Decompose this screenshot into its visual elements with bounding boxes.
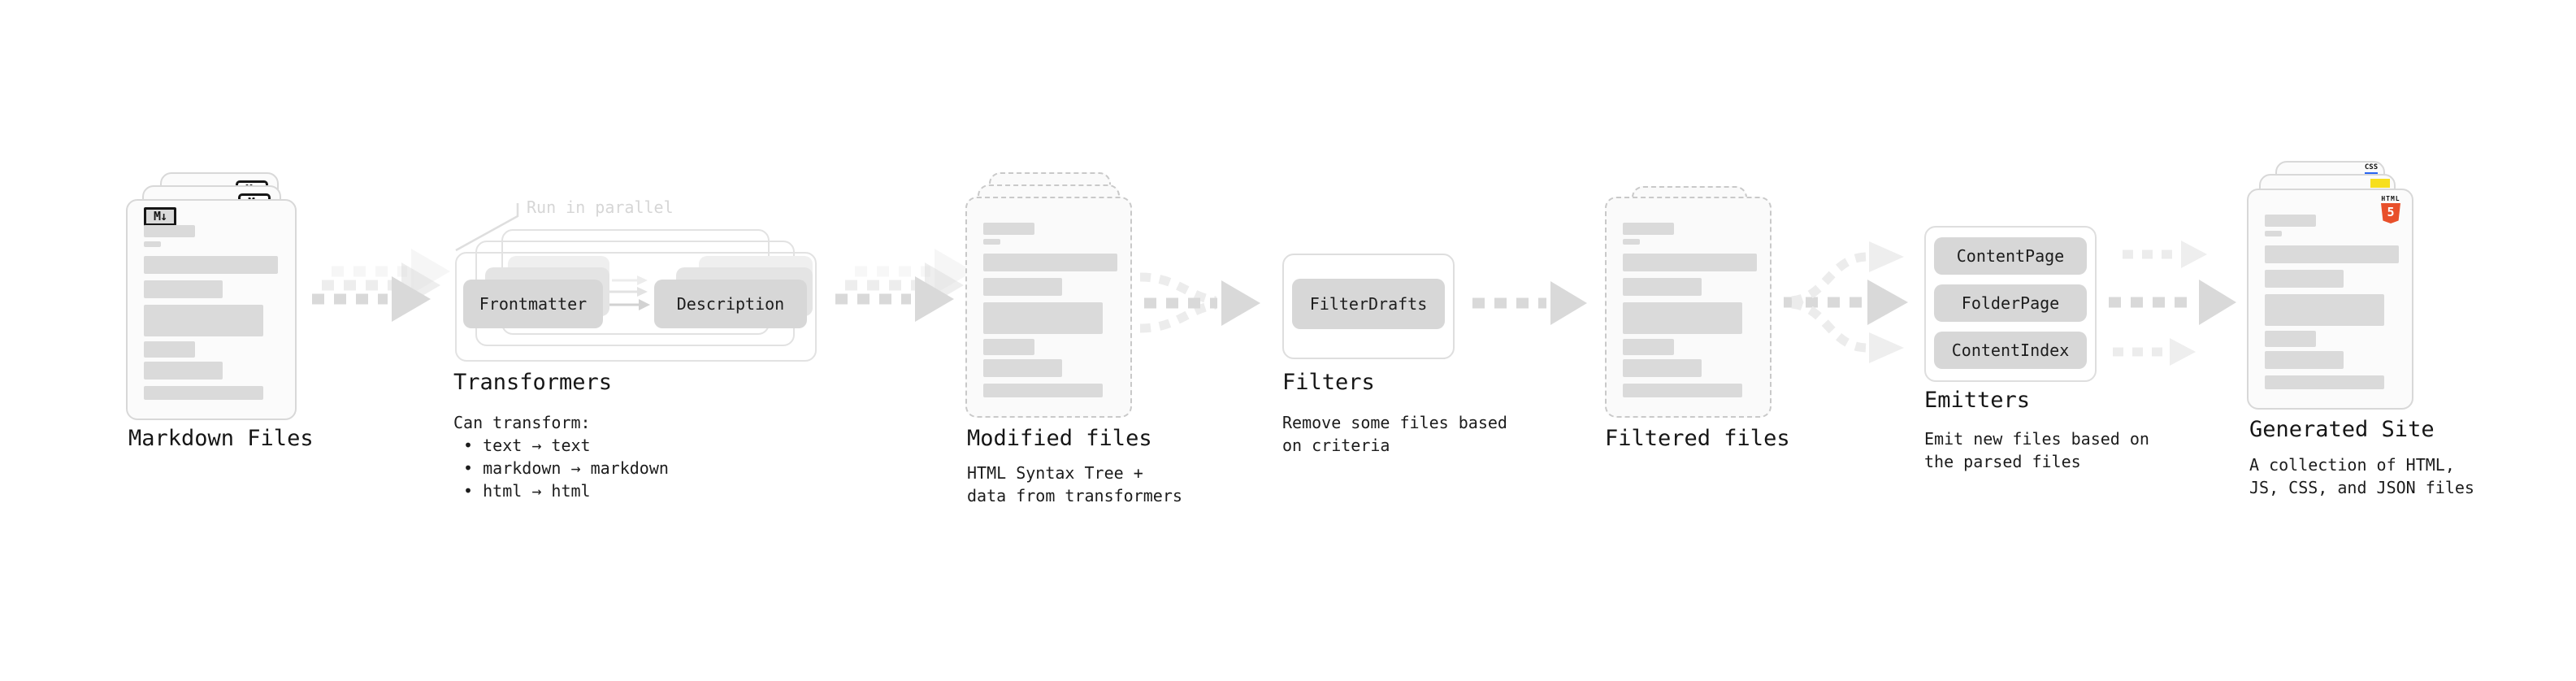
modified-files-desc-line: HTML Syntax Tree + (967, 463, 1143, 483)
html5-icon-shield: 5 (2381, 203, 2400, 223)
frontmatter-chip: Frontmatter (463, 280, 603, 328)
js-file-icon (2370, 179, 2390, 188)
text-line-bar (983, 223, 1034, 235)
text-line-bar (983, 278, 1062, 296)
text-line-bar (1623, 278, 1702, 296)
emitters-desc-line: Emit new files based on (1924, 429, 2149, 449)
html5-icon: HTML 5 (2381, 195, 2400, 223)
transformers-desc-line: • markdown → markdown (453, 458, 669, 478)
markdown-icon: M↓ (144, 207, 176, 226)
generated-site-desc-line: JS, CSS, and JSON files (2249, 478, 2474, 497)
stage-label-generated-site: Generated Site (2249, 417, 2435, 442)
text-line-bar (144, 341, 195, 358)
arrow-markdown-to-transformers-icon (312, 249, 450, 322)
text-line-bar (1623, 384, 1742, 397)
text-line-bar (1623, 339, 1674, 355)
text-line-bar (144, 386, 263, 400)
stage-label-emitters: Emitters (1924, 388, 2031, 413)
text-line-bar (2265, 215, 2316, 227)
arrow-modified-to-filters-icon (1139, 272, 1260, 333)
description-chip: Description (654, 280, 807, 328)
file-card-front: HTML 5 (2247, 189, 2413, 410)
contentindex-chip: ContentIndex (1934, 332, 2087, 369)
text-line-bar (2265, 351, 2344, 369)
arrow-filtered-to-emitters-icon (1784, 241, 1908, 363)
text-line-bar (1623, 302, 1742, 334)
text-line-bar (2265, 331, 2316, 347)
text-line-bar (2265, 231, 2282, 236)
filterdrafts-chip: FilterDrafts (1292, 279, 1445, 329)
file-card-front (1605, 197, 1772, 418)
transformers-desc-line: • text → text (453, 436, 591, 455)
contentpage-chip: ContentPage (1934, 237, 2087, 275)
css-icon-label: CSS (2364, 163, 2379, 171)
text-line-bar (144, 241, 161, 247)
transformers-desc-line: • html → html (453, 481, 591, 501)
text-line-bar (144, 362, 223, 380)
text-line-bar (983, 339, 1034, 355)
html5-icon-label: HTML (2381, 195, 2400, 202)
stage-label-filters: Filters (1282, 370, 1375, 395)
text-line-bar (144, 305, 263, 336)
stage-label-filtered-files: Filtered files (1605, 426, 1790, 451)
emitters-desc-line: the parsed files (1924, 452, 2081, 471)
transformers-desc-line: Can transform: (453, 413, 591, 432)
stage-label-transformers: Transformers (453, 370, 613, 395)
text-line-bar (2265, 375, 2384, 389)
filters-desc-line: Remove some files based (1282, 413, 1507, 432)
text-line-bar (144, 256, 278, 274)
text-line-bar (1623, 359, 1702, 377)
text-line-bar (1623, 239, 1640, 245)
text-line-bar (1623, 254, 1757, 271)
arrow-transformers-to-modified-icon (835, 249, 974, 322)
modified-files-desc-line: data from transformers (967, 486, 1182, 505)
text-line-bar (983, 359, 1062, 377)
generated-site-desc-line: A collection of HTML, (2249, 455, 2455, 475)
stage-label-modified-files: Modified files (967, 426, 1152, 451)
file-card-front (965, 197, 1132, 418)
arrow-filters-to-filtered-icon (1472, 281, 1587, 325)
text-line-bar (983, 254, 1117, 271)
text-line-bar (2265, 294, 2384, 326)
filters-desc-line: on criteria (1282, 436, 1390, 455)
text-line-bar (983, 239, 1000, 245)
text-line-bar (144, 225, 195, 237)
text-line-bar (983, 384, 1103, 397)
file-card-front: M↓ (126, 199, 297, 420)
text-line-bar (1623, 223, 1674, 235)
parallel-box-front (455, 252, 817, 362)
text-line-bar (2265, 245, 2399, 263)
arrow-emitters-to-site-icon (2109, 241, 2236, 366)
run-in-parallel-note: Run in parallel (527, 197, 674, 217)
folderpage-chip: FolderPage (1934, 284, 2087, 322)
text-line-bar (144, 280, 223, 298)
text-line-bar (983, 302, 1103, 334)
stage-label-markdown-files: Markdown Files (128, 426, 314, 451)
text-line-bar (2265, 270, 2344, 288)
